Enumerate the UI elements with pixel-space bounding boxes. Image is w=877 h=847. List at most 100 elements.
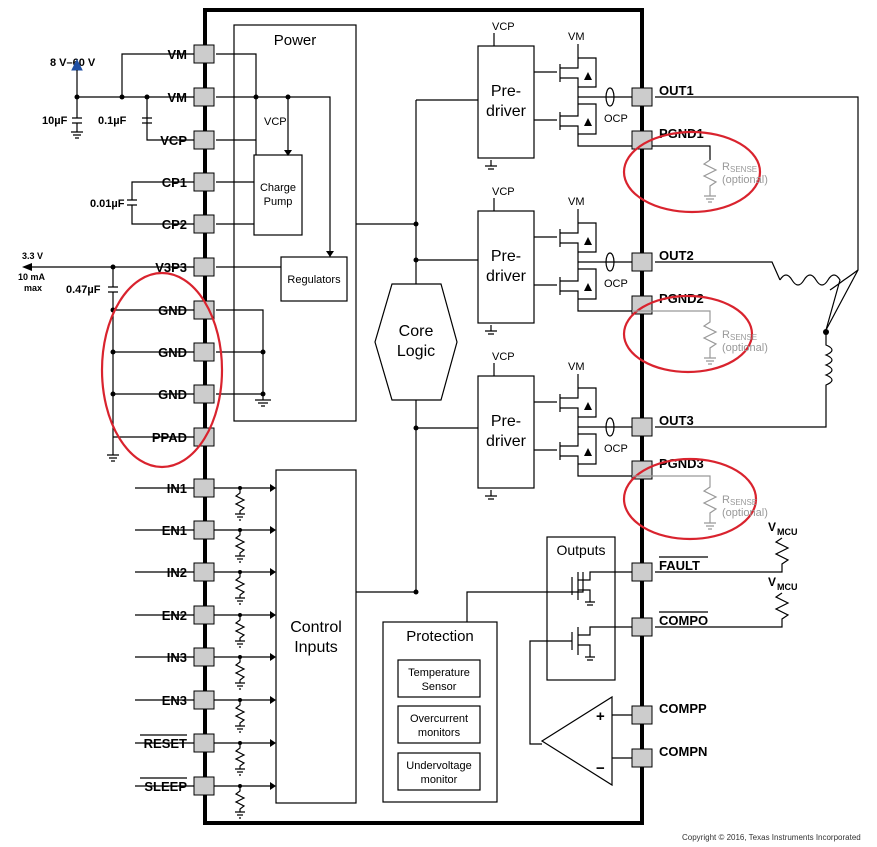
uv-label-2: monitor — [421, 774, 458, 786]
pin-pad-compo — [631, 617, 653, 637]
svg-text:SENSE: SENSE — [730, 165, 757, 174]
temp-label-2: Sensor — [422, 681, 457, 693]
oc-label-2: monitors — [418, 727, 461, 739]
pulldown-in1 — [234, 488, 246, 521]
power-block-title: Power — [274, 32, 317, 49]
svg-text:MCU: MCU — [777, 582, 798, 592]
pin-pad-in3-14 — [193, 647, 215, 667]
svg-text:Pre-: Pre- — [491, 83, 521, 100]
pulldown-sleep — [234, 786, 246, 819]
pin-pad-fault — [631, 562, 653, 582]
pin-pad-in1-10 — [193, 478, 215, 498]
fault-transistor — [571, 571, 632, 606]
pin-label-out1: OUT1 — [659, 83, 694, 98]
comparator-symbol — [540, 695, 613, 787]
input-arrow-sleep — [270, 782, 276, 790]
input-arrow-reset — [270, 739, 276, 747]
svg-text:R: R — [722, 494, 730, 506]
pin-label-compp: COMPP — [659, 701, 707, 716]
pin-pad-gnd-8 — [193, 384, 215, 404]
control-inputs-block — [275, 469, 357, 804]
vcp-label-power: VCP — [264, 116, 287, 128]
predriver-2-block — [477, 210, 535, 324]
svg-text:(optional): (optional) — [722, 507, 768, 519]
regulators-label: Regulators — [287, 274, 341, 286]
pgnd3-highlight-ellipse — [622, 457, 758, 541]
pin-label-out3: OUT3 — [659, 413, 694, 428]
v3p3-voltage-label: 3.3 V — [22, 251, 43, 261]
input-arrow-in3 — [270, 653, 276, 661]
svg-text:VM: VM — [568, 196, 585, 208]
pin-pad-out1 — [631, 87, 653, 107]
predriver-channel-3: VCP Pre- driver VM OCP — [477, 351, 632, 500]
svg-text:OCP: OCP — [604, 278, 628, 290]
undervoltage-block — [397, 752, 481, 791]
predriver-3-block — [477, 375, 535, 489]
pulldown-in2 — [234, 572, 246, 605]
pulldown-en3 — [234, 700, 246, 733]
vcp-label-1: VCP — [492, 21, 515, 33]
pin-label-fault: FAULT — [659, 558, 700, 573]
pulldown-en1 — [234, 530, 246, 563]
power-block — [233, 24, 357, 422]
pgnd1-highlight-ellipse — [622, 130, 762, 214]
temp-label-1: Temperature — [408, 667, 470, 679]
arrow-reg — [326, 251, 334, 257]
gnd-internal-symbol — [255, 399, 271, 407]
pin-pad-vm-0 — [193, 44, 215, 64]
svg-text:VM: VM — [568, 31, 585, 43]
protection-block — [382, 621, 498, 803]
arrow-cp — [284, 150, 292, 156]
predriver-channel-1: VCP Pre- driver VM OCP — [477, 21, 711, 170]
core-logic-label-1: Core — [399, 323, 434, 340]
temperature-sensor-block — [397, 659, 481, 698]
svg-text:OCP: OCP — [604, 443, 628, 455]
cap-cp-label: 0.01µF — [90, 198, 125, 210]
svg-text:R: R — [722, 161, 730, 173]
input-arrow-in1 — [270, 484, 276, 492]
cap-01uf-label: 0.1µF — [98, 115, 127, 127]
pin-label-compo: COMPO — [659, 613, 708, 628]
svg-text:(optional): (optional) — [722, 174, 768, 186]
ic-outline — [203, 8, 644, 825]
uv-label-1: Undervoltage — [406, 760, 471, 772]
svg-text:V: V — [768, 520, 776, 534]
copyright-text: Copyright © 2016, Texas Instruments Inco… — [682, 833, 861, 842]
pin-pad-v3p3-5 — [193, 257, 215, 277]
core-logic-label-2: Logic — [397, 343, 435, 360]
svg-text:VM: VM — [568, 361, 585, 373]
svg-text:OCP: OCP — [604, 113, 628, 125]
compo-transistor — [529, 626, 632, 745]
predriver-1-block — [477, 45, 535, 159]
pin-pad-gnd-7 — [193, 342, 215, 362]
pin-pad-sleep-17 — [193, 776, 215, 796]
cap-v3p3-label: 0.47µF — [66, 284, 101, 296]
gnd-internal-wiring — [216, 309, 264, 400]
protection-title: Protection — [406, 628, 474, 645]
core-logic-block — [374, 283, 458, 401]
svg-text:SENSE: SENSE — [730, 498, 757, 507]
v3p3-max-line2: max — [24, 283, 42, 293]
pin-pad-out3 — [631, 417, 653, 437]
left-pin-pads: VMVMVCPCP1CP2V3P3GNDGNDGNDPPADIN1EN1IN2E… — [135, 44, 276, 819]
pin-pad-in2-12 — [193, 562, 215, 582]
pin-label-out2: OUT2 — [659, 248, 694, 263]
charge-pump-block — [253, 154, 303, 236]
pin-pad-compn — [631, 748, 653, 768]
outputs-block — [546, 536, 616, 681]
svg-text:driver: driver — [486, 433, 527, 450]
vcp-label-2: VCP — [492, 186, 515, 198]
pin-pad-cp1-3 — [193, 172, 215, 192]
pin-pad-cp2-4 — [193, 214, 215, 234]
pin-pad-vm-1 — [193, 87, 215, 107]
svg-text:driver: driver — [486, 103, 527, 120]
pin-pad-en2-13 — [193, 605, 215, 625]
control-inputs-label-2: Inputs — [294, 639, 338, 656]
control-inputs-label-1: Control — [290, 619, 342, 636]
pgnd2-highlight-ellipse — [622, 294, 754, 374]
protection-to-outputs — [466, 572, 584, 622]
